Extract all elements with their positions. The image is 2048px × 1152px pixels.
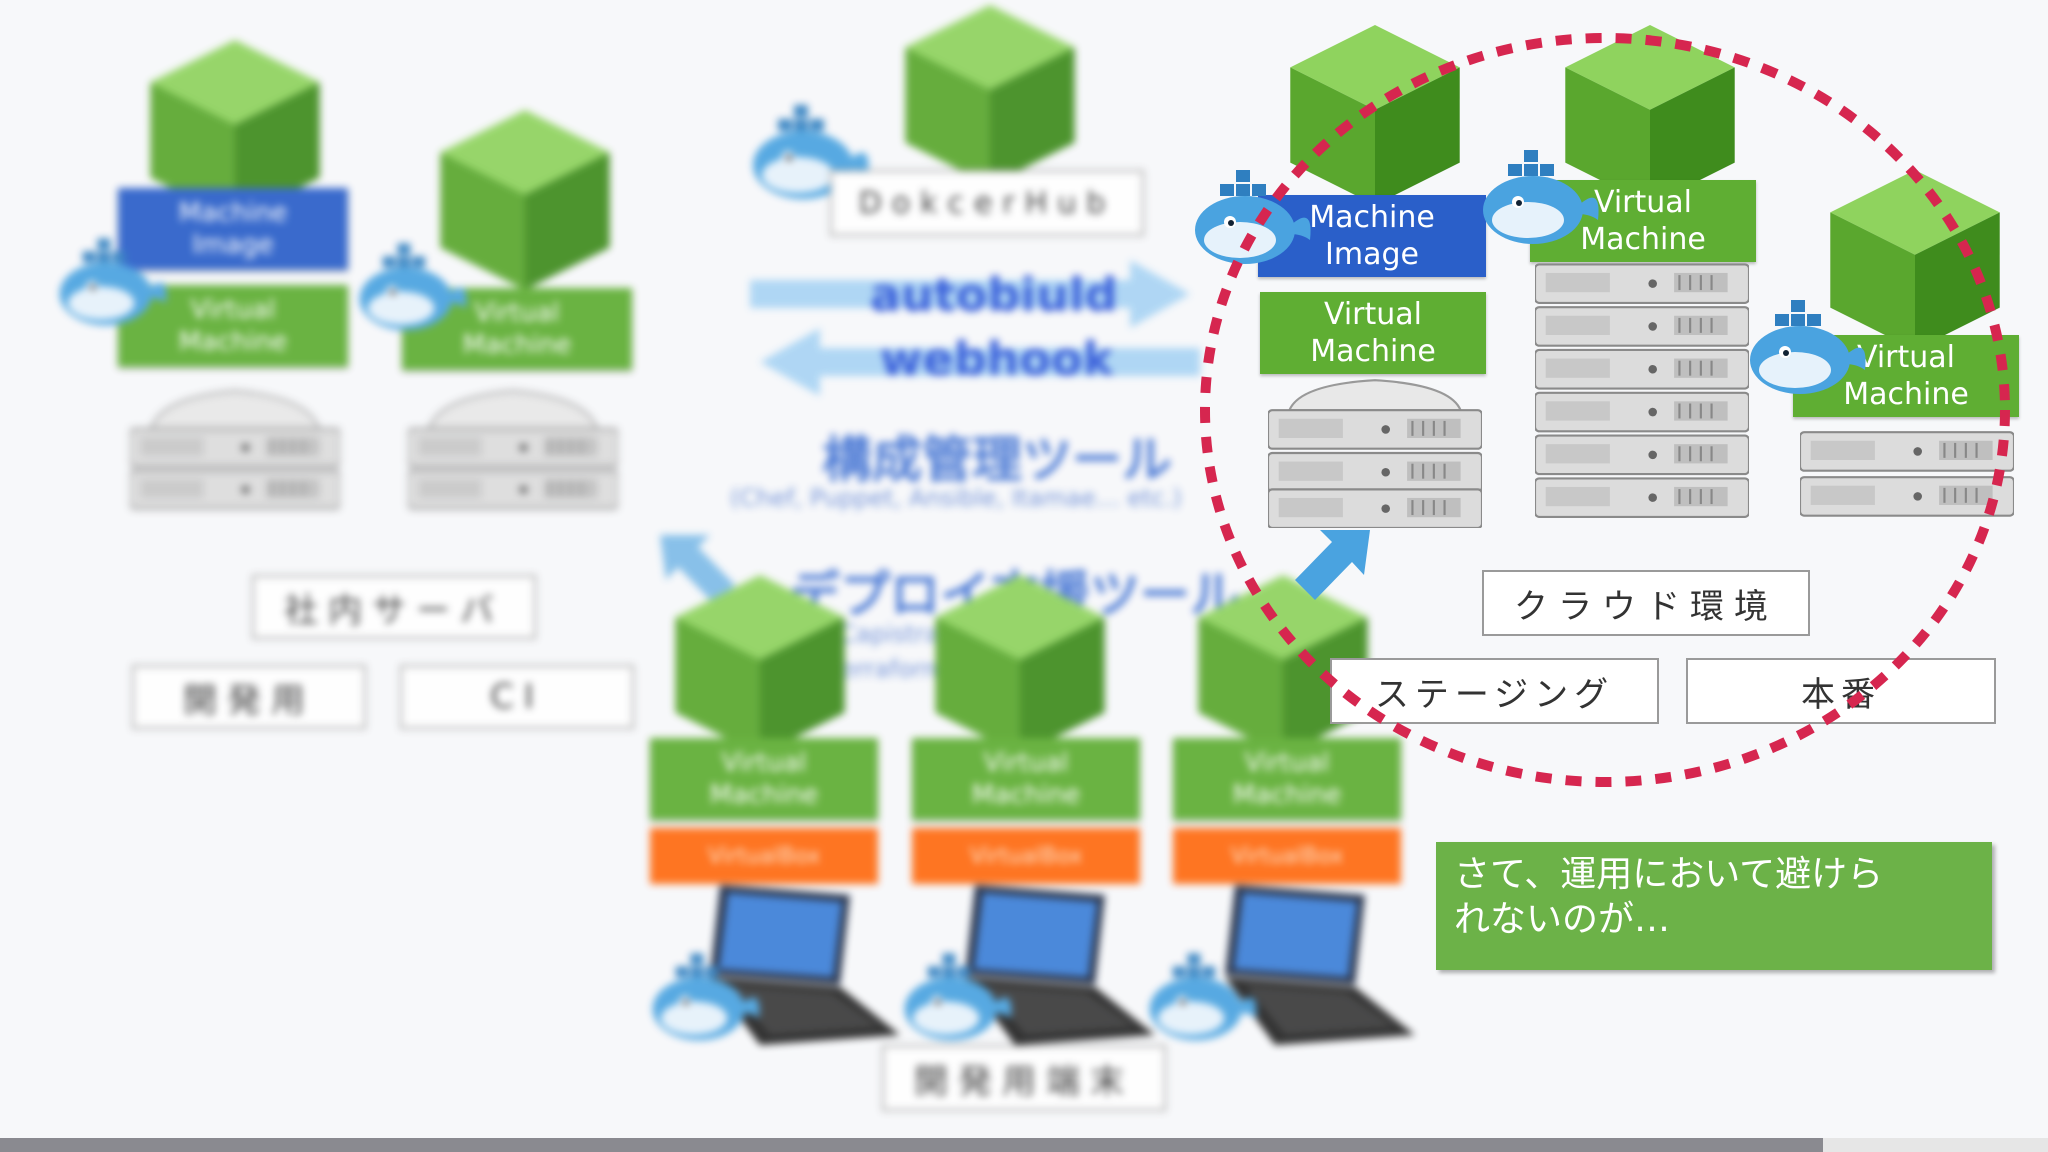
up-arrow-right: [1295, 530, 1370, 600]
speech-note: さて、運用において避けら れないのが…: [1436, 842, 1992, 970]
left-vm-box-2: Virtual Machine: [402, 288, 632, 370]
up-arrow-left: [660, 535, 735, 605]
left-ci-label: CI: [400, 665, 634, 729]
dev-whale-3: [1149, 953, 1257, 1041]
dev-terminal-label: 開発用端末: [882, 1045, 1166, 1111]
autobuild-label: autobiuld: [870, 268, 1118, 322]
cloud-server-1: [1268, 379, 1482, 528]
left-server-label: 社内サーバ: [252, 575, 536, 639]
left-vm-box-1: Virtual Machine: [118, 285, 348, 367]
dev-vm-box-1: Virtual Machine: [650, 738, 878, 820]
webhook-label: webhook: [880, 332, 1114, 386]
sync-arrows: [750, 260, 1200, 396]
highlight-circle: [1200, 33, 2010, 787]
config-tool-examples: (Chef, Puppet, Ansible, Itamae… etc.): [730, 484, 1182, 512]
dockerhub-label: DokcerHub: [830, 170, 1144, 236]
dev-whale-2: [904, 953, 1012, 1041]
virtualbox-box-3: VirtualBox: [1173, 828, 1401, 884]
cloud-env-label: クラウド環境: [1482, 570, 1810, 636]
dev-cube-2: [935, 575, 1105, 755]
dev-vm-box-3: Virtual Machine: [1173, 738, 1401, 820]
virtualbox-box-1: VirtualBox: [650, 828, 878, 884]
left-dev-label: 開発用: [132, 665, 366, 729]
virtualbox-box-2: VirtualBox: [912, 828, 1140, 884]
slide-progress-fill: [0, 1138, 1823, 1152]
left-machine-image-box: Machine Image: [118, 188, 348, 270]
dev-cube-1: [675, 575, 845, 755]
staging-label: ステージング: [1330, 658, 1659, 724]
left-whale-1: [59, 238, 167, 326]
hub-cube: [905, 5, 1075, 185]
slide-progress-track[interactable]: [0, 1138, 2048, 1152]
dev-whale-1: [652, 953, 760, 1041]
left-whale-2: [359, 243, 467, 331]
left-server-2: [408, 389, 618, 510]
production-label: 本番: [1686, 658, 1996, 724]
cloud-vm-box-1: Virtual Machine: [1260, 292, 1486, 374]
left-server-1: [130, 389, 340, 510]
cloud-machine-image-box: Machine Image: [1258, 195, 1486, 277]
config-tool-title: 構成管理ツール: [822, 431, 1172, 489]
dev-vm-box-2: Virtual Machine: [912, 738, 1140, 820]
